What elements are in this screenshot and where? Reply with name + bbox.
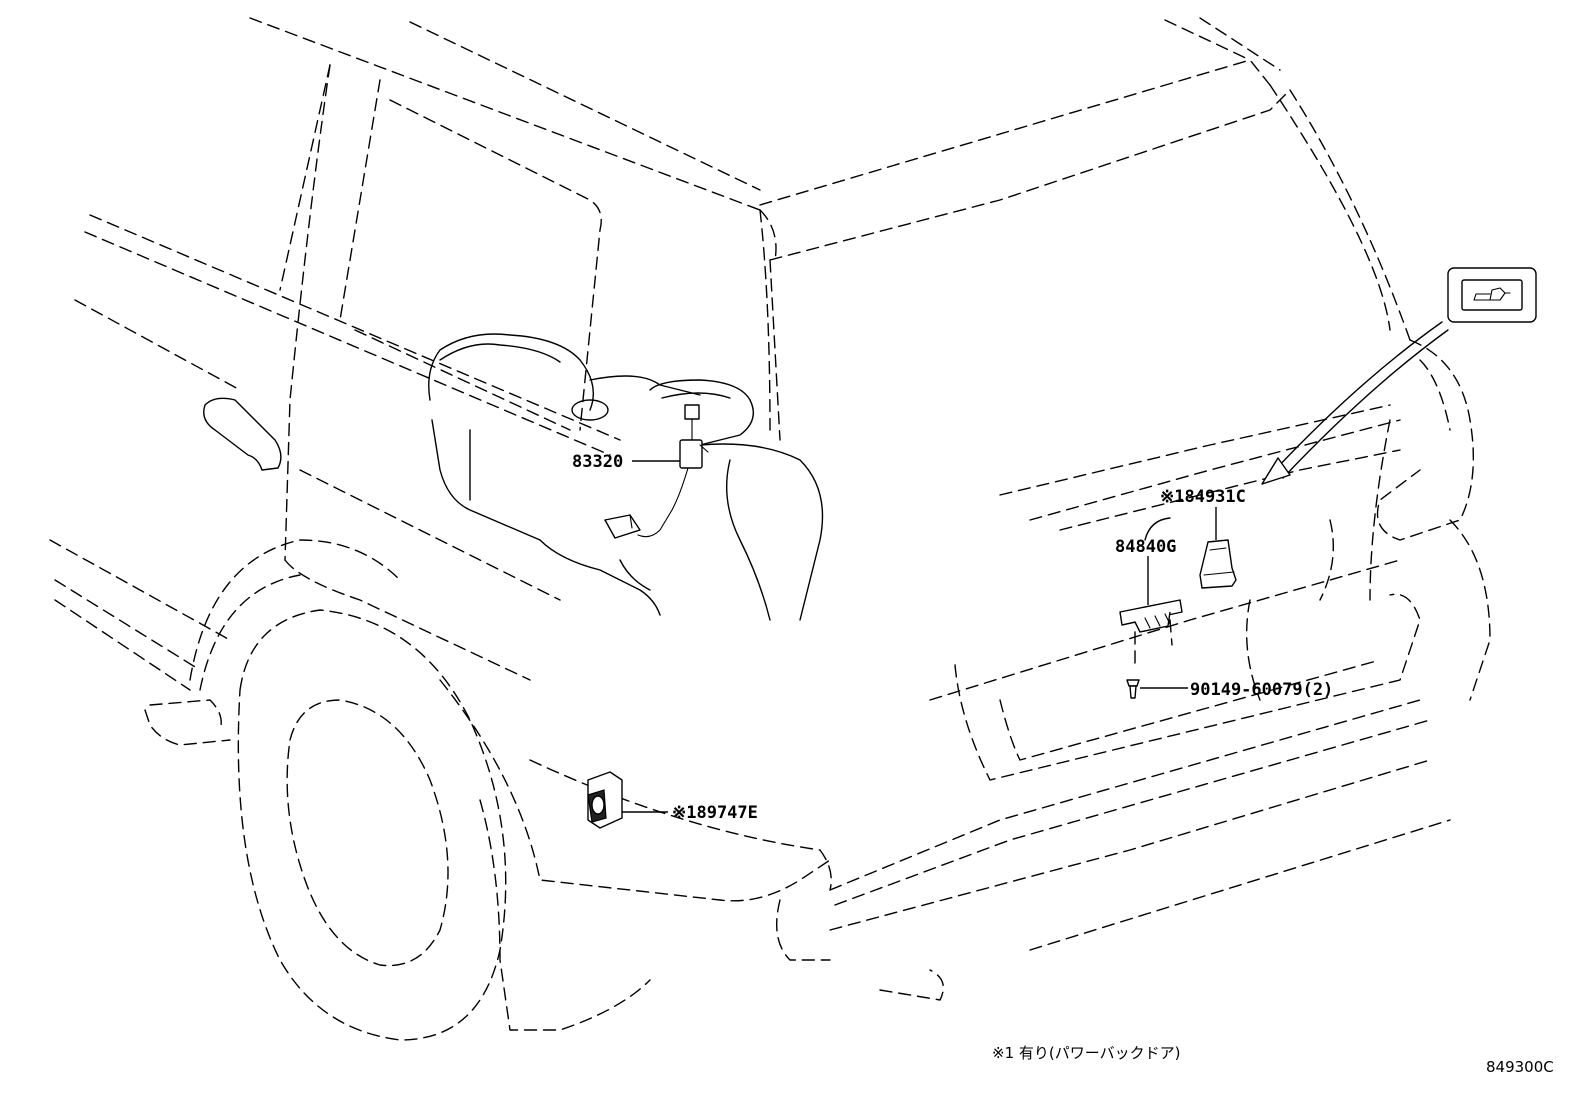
arrow-icon [1261,321,1449,485]
part-90149-screw [1126,679,1140,699]
diagram-code: 849300C [1486,1058,1554,1076]
callout-83320: 83320 [572,452,623,472]
part-89747e-sensor [587,771,623,829]
part-83320-sensor [604,404,709,539]
leader-lines [622,460,1217,813]
part-84840g-bezel [1119,599,1183,671]
footnote: ※1 有り(パワーバックドア) [992,1044,1180,1062]
vehicle-body-outline [49,17,1491,1041]
callout-89747e: ※189747E [672,803,758,823]
fuel-tank [428,333,824,621]
part-84931c-switch [1144,517,1237,589]
callout-84840g: 84840G [1115,537,1176,557]
callout-90149-60079: 90149-60079(2) [1190,680,1333,700]
power-back-door-switch-inset [1447,267,1537,323]
power-back-door-switch-icon [1473,287,1511,301]
callout-84931c: ※184931C [1160,487,1246,507]
